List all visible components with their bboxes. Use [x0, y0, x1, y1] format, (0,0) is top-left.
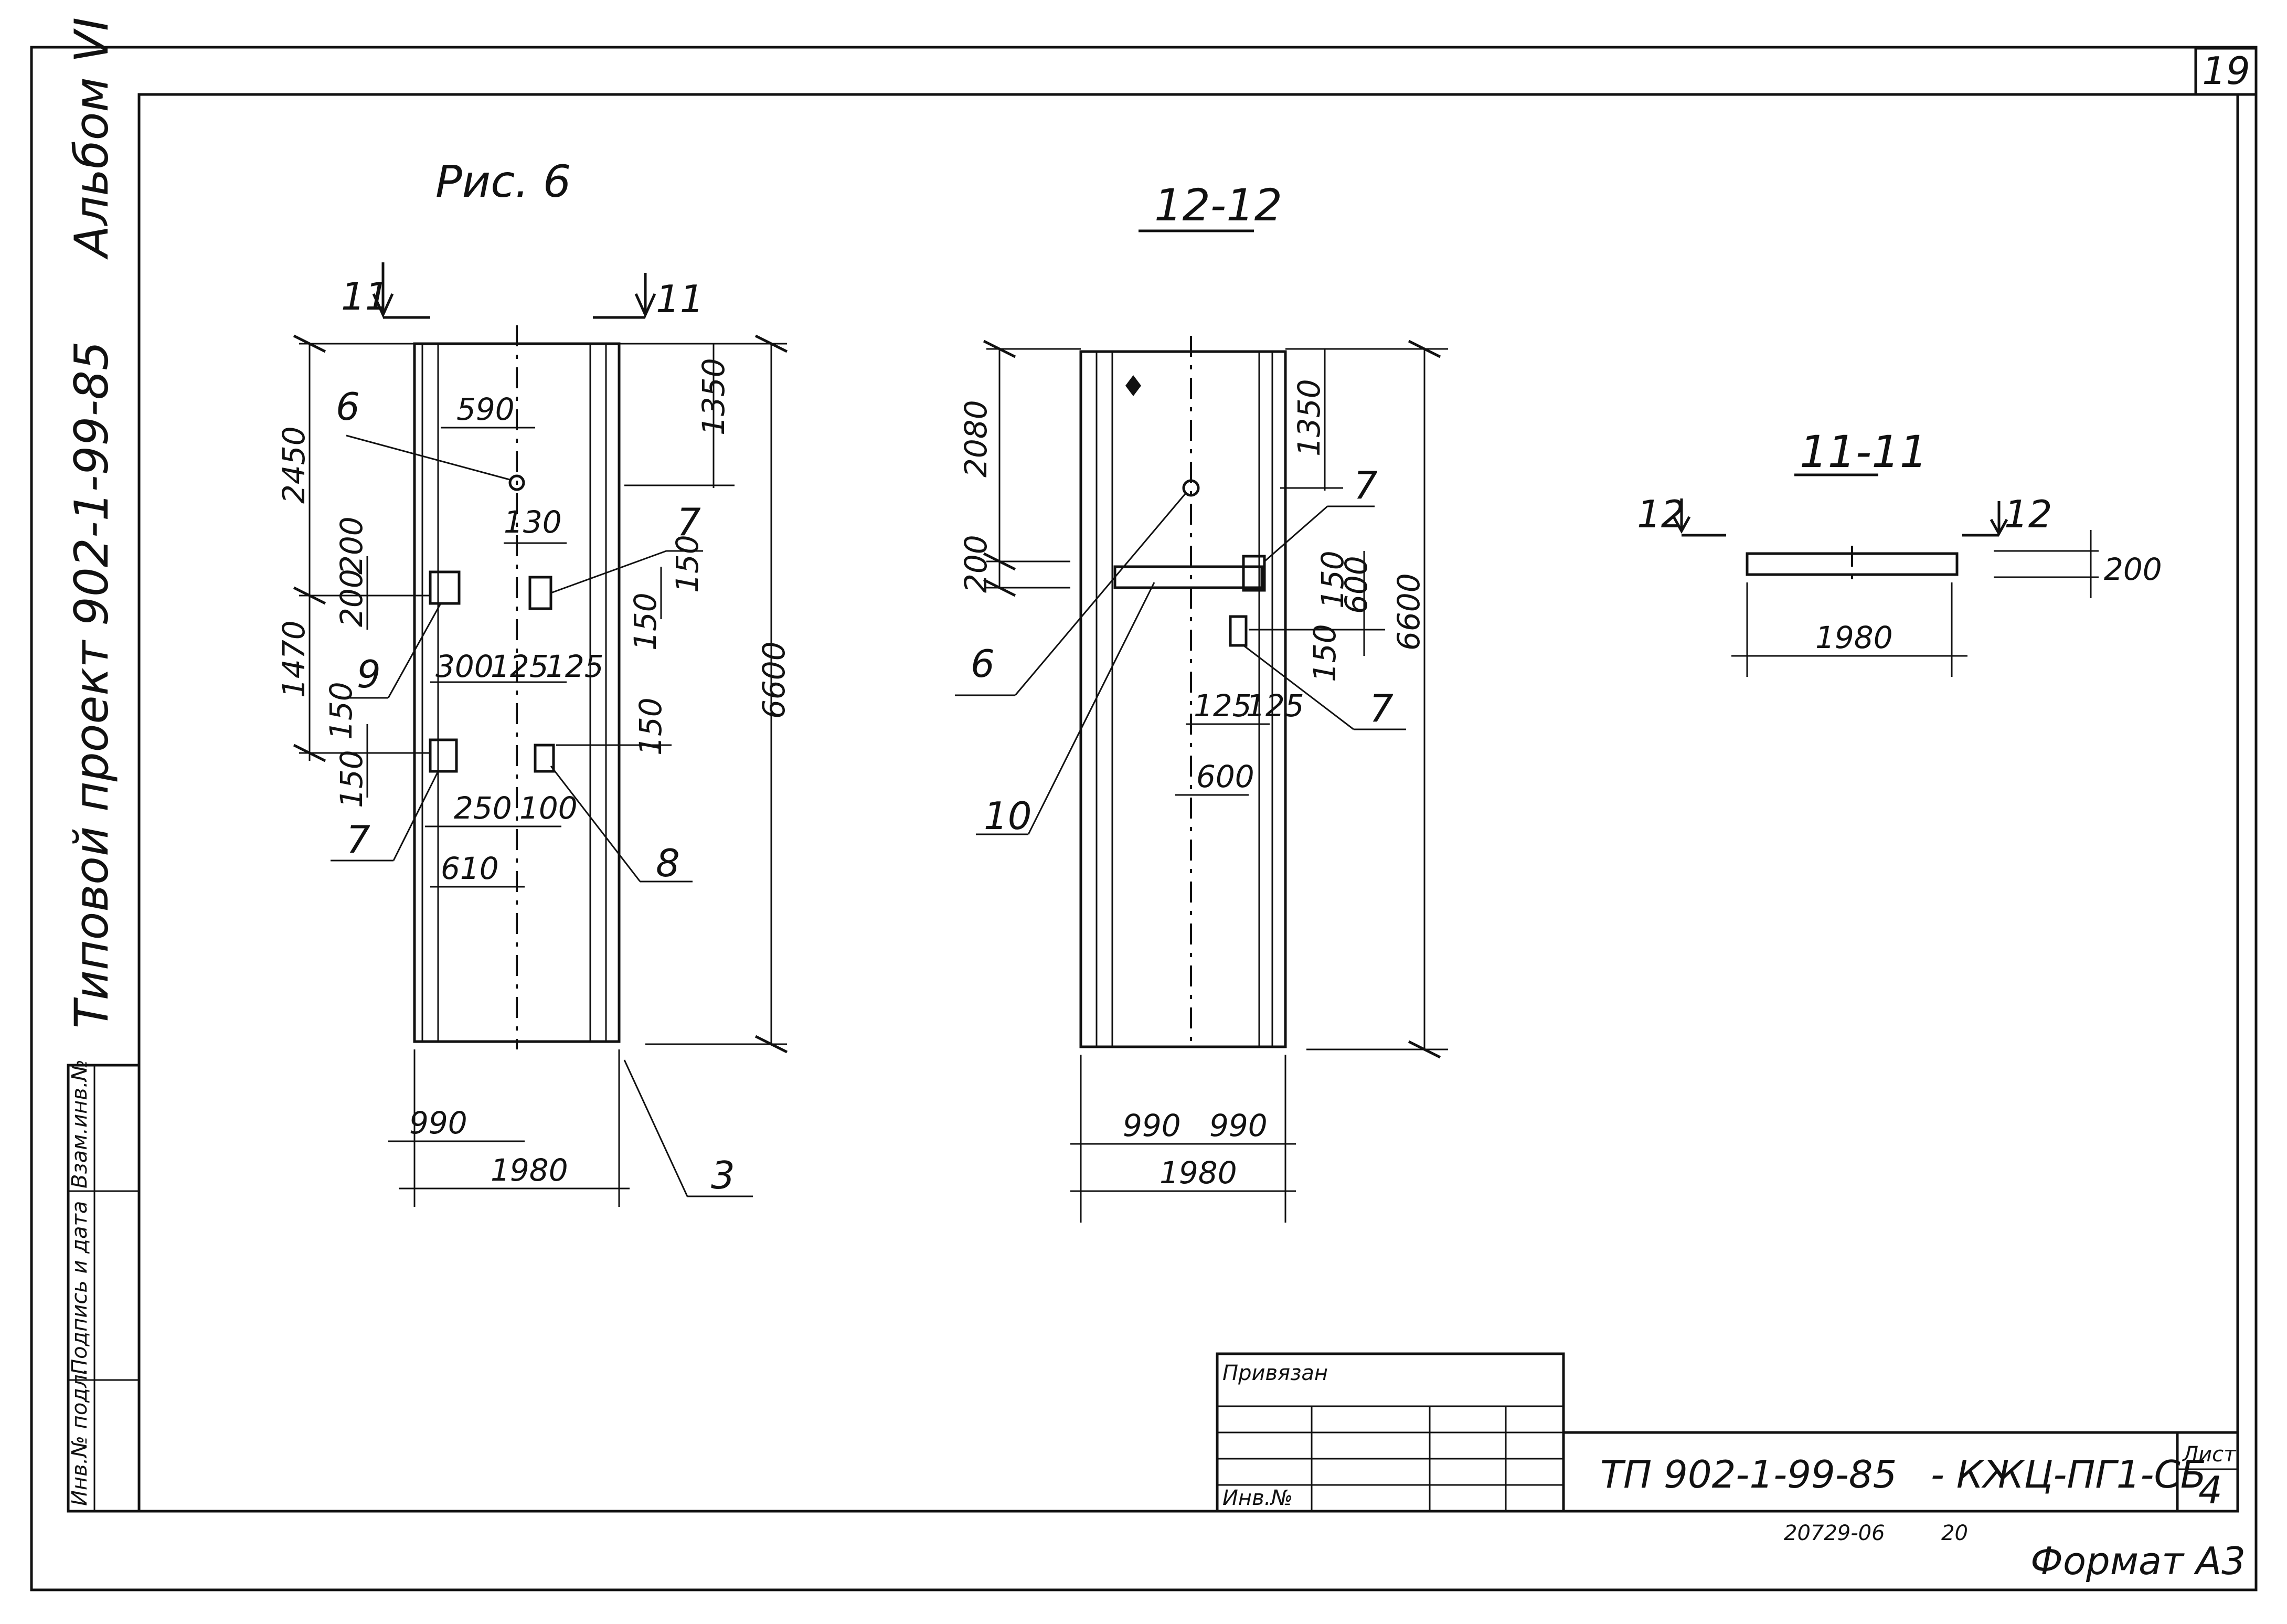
panel-outline-middle: [1079, 350, 1287, 1048]
format-label: Формат А3: [2030, 1539, 2246, 1583]
dim-2450: 2450: [276, 426, 312, 504]
dim-125-middle-b: 125: [1246, 688, 1304, 724]
dim-600-middle-b: 600: [1196, 759, 1254, 794]
outer-border: [30, 46, 2258, 1591]
embed-7-middle-lower: [1229, 615, 1248, 647]
sheet-number-box: [2194, 47, 2258, 96]
dim-130: 130: [504, 504, 562, 540]
dim-1350-middle: 1350: [1291, 379, 1327, 457]
dim-200-right: 200: [2104, 551, 2162, 587]
middle-view: 12-12 2080 200 6600 1350 150: [955, 179, 1448, 1223]
stamp-cell-replace: Взам.инв.№: [68, 1059, 92, 1188]
right-view-title: 11-11: [1800, 426, 1928, 477]
privyazan-label: Привязан: [1222, 1361, 1328, 1385]
dim-990-left: 990: [409, 1105, 467, 1141]
callout-9: 9: [357, 652, 381, 696]
dim-610: 610: [441, 851, 499, 886]
title-code-suffix: - КЖЦ-ПГ1-СБ: [1931, 1452, 2206, 1496]
section-mark-12-left: 12: [1637, 492, 1685, 536]
callout-6-middle: 6: [971, 642, 995, 686]
dim-1980-middle: 1980: [1160, 1155, 1237, 1191]
dim-1470: 1470: [276, 620, 312, 698]
project-label: Типовой проект 902-1-99-85: [65, 341, 119, 1028]
album-label: Альбом VI: [65, 17, 119, 260]
sheet-value: 4: [2198, 1468, 2222, 1512]
beam-10: [1113, 565, 1263, 589]
dim-1980-left: 1980: [491, 1152, 568, 1188]
dim-150-e: 150: [633, 697, 668, 756]
hole-6: [508, 474, 525, 491]
middle-view-title: 12-12: [1154, 179, 1282, 231]
dim-150-a: 150: [669, 535, 705, 593]
stamp-cell-signature: Подпись и дата: [68, 1201, 92, 1375]
archive-number: 20729-06: [1784, 1521, 1885, 1545]
callout-6-left: 6: [336, 385, 360, 429]
embed-7-middle-upper: [1242, 555, 1266, 592]
dim-590: 590: [456, 391, 515, 427]
sheet-label: Лист: [2182, 1442, 2237, 1467]
archive-suffix: 20: [1941, 1521, 1968, 1545]
callout-8: 8: [656, 841, 680, 885]
dim-1350-left: 1350: [696, 358, 731, 436]
title-block: Привязан Инв.№ ТП 902-1-99-85 - КЖЦ-ПГ1-…: [1216, 1352, 2246, 1583]
embed-7-lower: [429, 738, 458, 773]
dim-2080: 2080: [958, 400, 994, 477]
title-code: ТП 902-1-99-85: [1600, 1452, 1897, 1496]
dim-150-b: 150: [627, 592, 663, 651]
dim-150-middle-b: 150: [1307, 624, 1343, 682]
dim-200-a: 200: [334, 516, 369, 575]
opening-9: [429, 570, 461, 605]
callout-3: 3: [711, 1153, 735, 1197]
dim-6600-middle: 6600: [1391, 573, 1427, 651]
dim-150-d: 150: [334, 750, 369, 808]
dim-300: 300: [435, 649, 494, 684]
sheet-number: 19: [2202, 49, 2250, 93]
dim-250: 250: [454, 790, 512, 826]
section-mark-11-right: 11: [656, 277, 704, 321]
callout-7-middle-lower: 7: [1369, 686, 1394, 730]
right-view: 11-11 12 12 200 1980: [1637, 426, 2162, 677]
dim-6600-left: 6600: [756, 641, 792, 719]
left-view: Рис. 6 11 11 2450 1470 200 2: [276, 156, 792, 1207]
dim-150-c: 150: [323, 682, 359, 740]
callout-7-upper: 7: [677, 500, 701, 544]
dim-200-middle: 200: [958, 535, 994, 593]
dim-125-a: 125: [491, 649, 549, 684]
callout-10: 10: [984, 794, 1032, 838]
dim-1980-right: 1980: [1815, 620, 1893, 655]
dim-200-b: 200: [334, 569, 369, 627]
dim-125-middle-a: 125: [1194, 688, 1252, 724]
hole-6-middle: [1182, 479, 1200, 497]
dim-990-middle-a: 990: [1123, 1108, 1181, 1143]
callout-7-middle-upper: 7: [1354, 463, 1378, 507]
inner-frame: [137, 93, 2239, 1513]
marker-diamond: [1125, 375, 1141, 396]
stamp-cell-inventory: Инв.№ подл.: [68, 1368, 92, 1506]
dim-150-middle-a: 150: [1315, 550, 1350, 609]
dim-600-middle-a: 600: [1338, 556, 1374, 614]
embed-8: [534, 744, 555, 773]
figure-caption: Рис. 6: [435, 156, 571, 207]
stamp-strip: [67, 1064, 141, 1513]
section-mark-12-right: 12: [2004, 492, 2052, 536]
callout-7-lower: 7: [346, 818, 370, 862]
inv-no-label: Инв.№: [1222, 1486, 1293, 1510]
embed-7-upper: [528, 576, 552, 610]
dim-125-b: 125: [546, 649, 604, 684]
dim-100: 100: [519, 790, 578, 826]
dim-990-middle-b: 990: [1209, 1108, 1268, 1143]
